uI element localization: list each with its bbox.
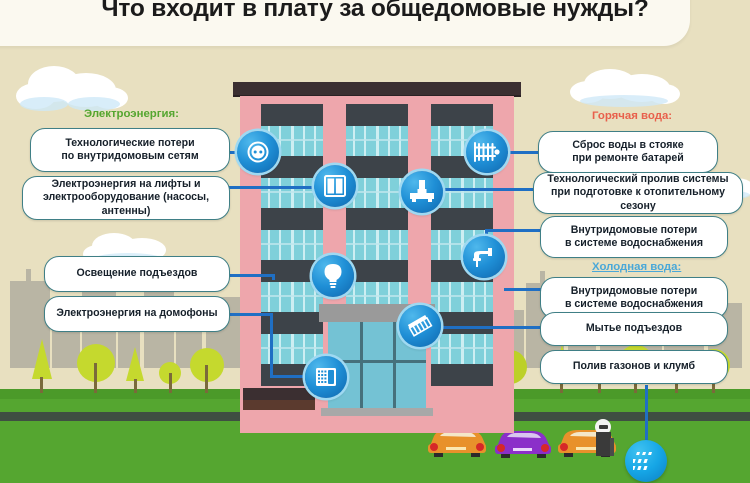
label-text: Технологический пролив системы при подго… (547, 173, 729, 212)
entrance-step (321, 408, 433, 416)
connector-left-4-v (270, 313, 273, 377)
window-column-1 (261, 104, 323, 414)
connector-left-2-h (228, 186, 318, 189)
connector-right-2 (441, 188, 541, 191)
cloud-top-left (16, 66, 128, 111)
connector-right-5 (438, 326, 542, 329)
category-hot-water: Горячая вода: (592, 110, 673, 122)
category-electricity: Электроэнергия: (84, 108, 179, 120)
label-washing-entrances[interactable]: Мытье подъездов (540, 312, 728, 346)
lightbulb-icon[interactable] (312, 255, 354, 297)
connector-left-3-h (228, 274, 274, 277)
label-tech-flush-system[interactable]: Технологический пролив системы при подго… (533, 172, 743, 214)
connector-left-4-h2 (270, 375, 312, 378)
header-plate (0, 0, 690, 46)
car-purple-middle (495, 431, 551, 458)
connector-right-1 (506, 151, 538, 154)
entrance-mullion-v (360, 322, 363, 408)
basement-sill (243, 400, 315, 410)
label-text: Электроэнергия на домофоны (56, 307, 218, 320)
car-orange-left (428, 430, 486, 457)
label-electricity-intercoms[interactable]: Электроэнергия на домофоны (44, 296, 230, 332)
elevator-icon[interactable] (314, 165, 356, 207)
category-cold-water: Холодная вода: (592, 261, 682, 273)
label-water-drain-riser[interactable]: Сброс воды в стояке при ремонте батарей (538, 131, 718, 173)
building-roof (233, 82, 521, 97)
intercom-icon[interactable] (305, 356, 347, 398)
label-text: Освещение подъездов (76, 267, 198, 280)
label-text: Электроэнергия на лифты и электрооборудо… (42, 178, 210, 217)
connector-right-3-h (487, 229, 543, 232)
label-electricity-elevators[interactable]: Электроэнергия на лифты и электрооборудо… (22, 176, 230, 220)
trash-bin (595, 419, 614, 456)
connector-left-4-h (228, 313, 272, 316)
entrance-mullion-h (328, 360, 426, 363)
connector-right-6-v (645, 385, 648, 445)
power-socket-icon[interactable] (237, 131, 279, 173)
label-text: Сброс воды в стояке при ремонте батарей (572, 138, 684, 164)
mop-icon[interactable] (399, 305, 441, 347)
page-title: Что входит в плату за общедомовые нужды? (101, 0, 649, 22)
label-entrance-lighting[interactable]: Освещение подъездов (44, 256, 230, 292)
apartment-building (233, 82, 521, 433)
sprinkler-icon[interactable] (625, 440, 667, 482)
label-text: Полив газонов и клумб (572, 360, 696, 373)
connector-right-4 (504, 288, 542, 291)
label-text: Технологические потери по внутридомовым … (61, 136, 199, 162)
label-text: Внутридомовые потери в системе водоснабж… (564, 284, 704, 310)
connector-left-1 (228, 151, 244, 154)
connector-left-3-v (272, 274, 275, 280)
label-text: Внутридомовые потери в системе водоснабж… (564, 223, 704, 249)
entrance-mullion-v2 (393, 322, 396, 408)
label-text: Мытье подъездов (585, 322, 683, 335)
cloud-top-right (570, 69, 680, 107)
pipe-joint-icon[interactable] (401, 171, 443, 213)
label-tech-losses-networks[interactable]: Технологические потери по внутридомовым … (30, 128, 230, 172)
label-watering-lawns[interactable]: Полив газонов и клумб (540, 350, 728, 384)
radiator-icon[interactable] (466, 131, 508, 173)
faucet-icon[interactable] (463, 236, 505, 278)
label-internal-losses-hot[interactable]: Внутридомовые потери в системе водоснабж… (540, 216, 728, 258)
